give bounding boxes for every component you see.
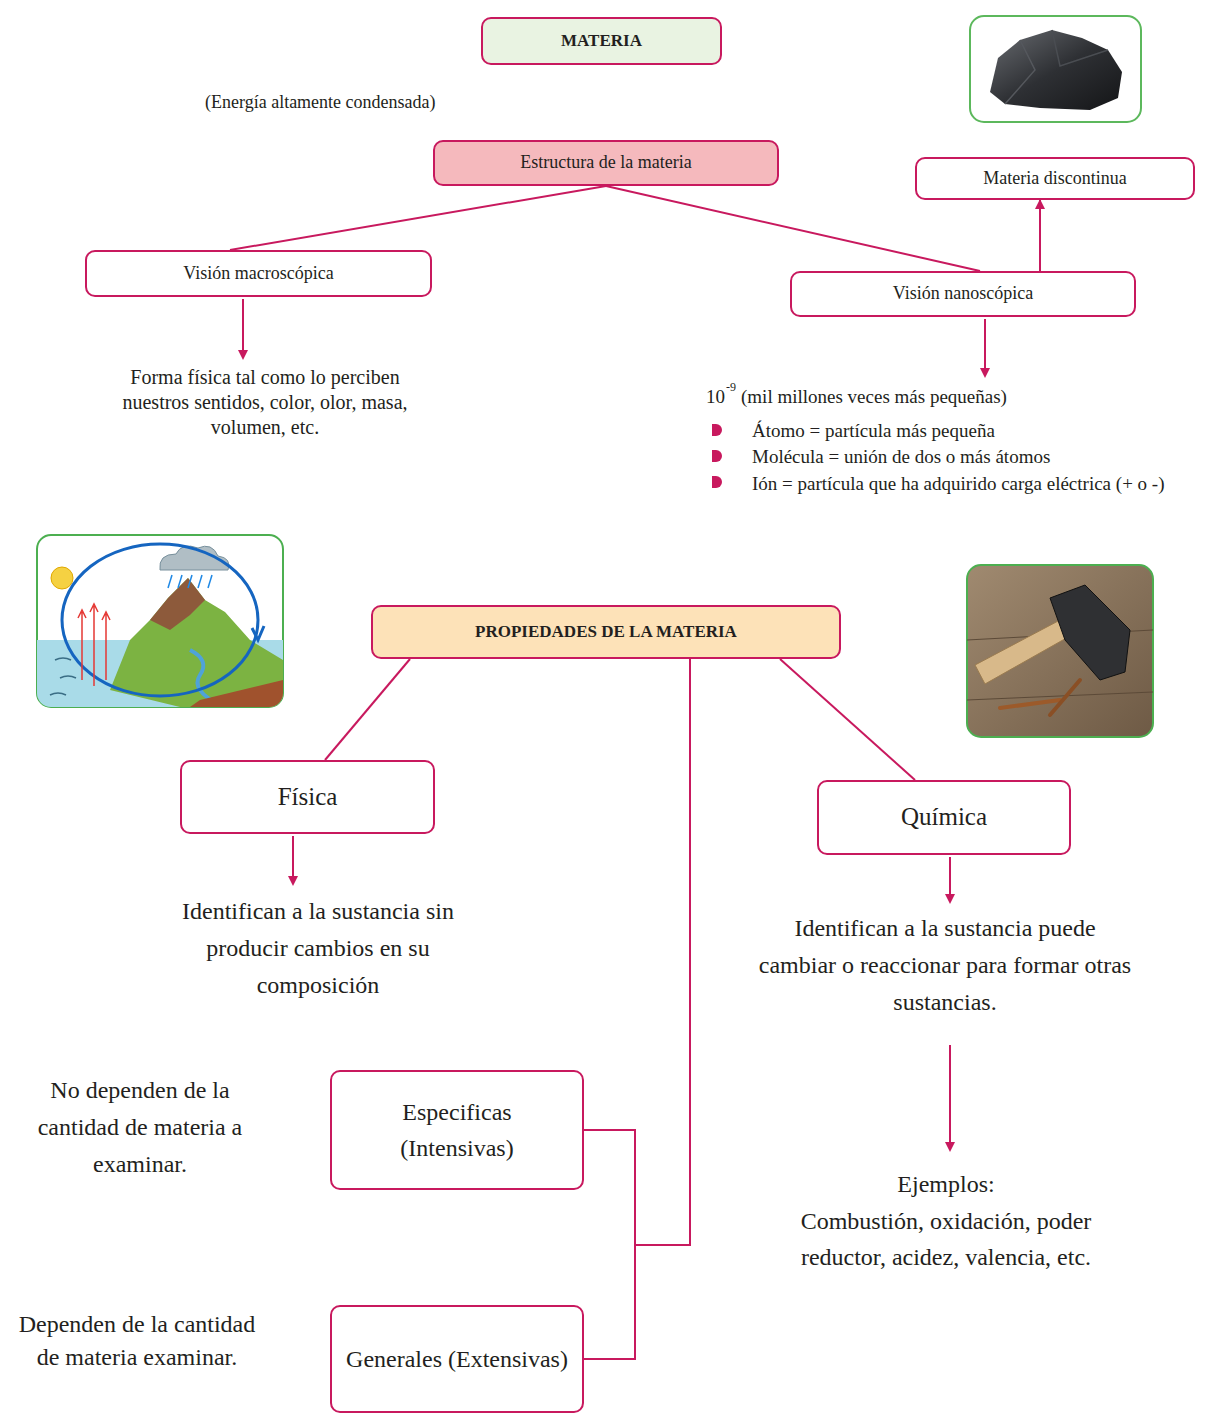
nail (1050, 680, 1080, 715)
hammer-head (1050, 585, 1130, 680)
note-text: Forma física tal como lo perciben nuestr… (120, 365, 410, 440)
leader-arrow (949, 1045, 951, 1150)
note-text: Identifican a la sustancia sin producir … (168, 893, 468, 1004)
connector-line (1039, 200, 1041, 271)
note-text: (mil millones veces más pequeñas) (741, 386, 1007, 409)
sun (51, 567, 73, 589)
note-text: Dependen de la cantidad de materia exami… (15, 1308, 260, 1374)
coal-rock (990, 30, 1122, 110)
concept-box: Generales (Extensivas) (330, 1305, 584, 1413)
concept-box: Materia discontinua (915, 157, 1195, 200)
box-text: Materia discontinua (983, 168, 1126, 190)
concept-box: Visión macroscópica (85, 250, 432, 297)
note-text: No dependen de la cantidad de materia a … (18, 1072, 263, 1183)
box-text: Visión macroscópica (183, 263, 333, 285)
bullet (712, 476, 722, 488)
concept-box: PROPIEDADES DE LA MATERIA (371, 605, 841, 659)
coal-picture (970, 16, 1141, 122)
box-text: Química (901, 801, 987, 834)
note-text: (Energía altamente condensada) (205, 92, 436, 114)
rock-facet (1005, 40, 1035, 104)
hammer-handle (975, 620, 1070, 684)
mountain (150, 578, 205, 630)
shore (190, 680, 283, 707)
connector-line (584, 659, 690, 1245)
concept-box: Visión nanoscópica (790, 271, 1136, 317)
nail (1000, 700, 1060, 708)
note-text: Ión = partícula que ha adquirido carga e… (752, 471, 1200, 497)
box-text: PROPIEDADES DE LA MATERIA (475, 622, 737, 642)
connector-line (230, 186, 606, 250)
note-text: Combustión, oxidación, poder reductor, a… (766, 1203, 1126, 1275)
concept-box: Física (180, 760, 435, 834)
rock-facet (1052, 30, 1108, 66)
box-text: Generales (Extensivas) (346, 1341, 568, 1377)
bullet (712, 450, 722, 462)
note-text: Identifican a la sustancia puede cambiar… (755, 910, 1135, 1021)
note-text: -9 (726, 380, 736, 394)
box-text: Estructura de la materia (520, 152, 691, 174)
cycle-arrow (252, 626, 264, 640)
leader-arrow (242, 299, 244, 358)
note-text: Ejemplos: (796, 1166, 1096, 1202)
leader-arrow (984, 319, 986, 376)
connector-line (584, 659, 690, 1359)
land (110, 578, 283, 707)
cycle-circle (62, 544, 258, 696)
waves (50, 658, 76, 695)
water-cycle-picture (37, 535, 283, 707)
leader-arrow (292, 836, 294, 884)
box-text: Física (278, 781, 338, 814)
connector-line (780, 659, 915, 780)
connector-line (325, 659, 410, 760)
picture-frame (967, 565, 1153, 737)
rain (168, 575, 212, 588)
note-text: Átomo = partícula más pequeña (752, 419, 1202, 443)
picture-frame (37, 535, 283, 707)
bullet (712, 424, 722, 436)
hammer-picture (967, 565, 1153, 737)
box-text: MATERIA (561, 31, 642, 51)
box-text: Especificas (Intensivas) (344, 1094, 570, 1166)
box-text: Visión nanoscópica (893, 283, 1033, 305)
concept-box: Química (817, 780, 1071, 855)
concept-box: MATERIA (481, 17, 722, 65)
evaporation-arrows (78, 604, 110, 686)
bullet-markers (712, 424, 722, 488)
leader-arrow (949, 857, 951, 902)
note-text: Molécula = unión de dos o más átomos (752, 445, 1202, 469)
concept-box: Estructura de la materia (433, 140, 779, 186)
note-text: 10 (706, 386, 725, 409)
picture-frame (970, 16, 1141, 122)
concept-box: Especificas (Intensivas) (330, 1070, 584, 1190)
